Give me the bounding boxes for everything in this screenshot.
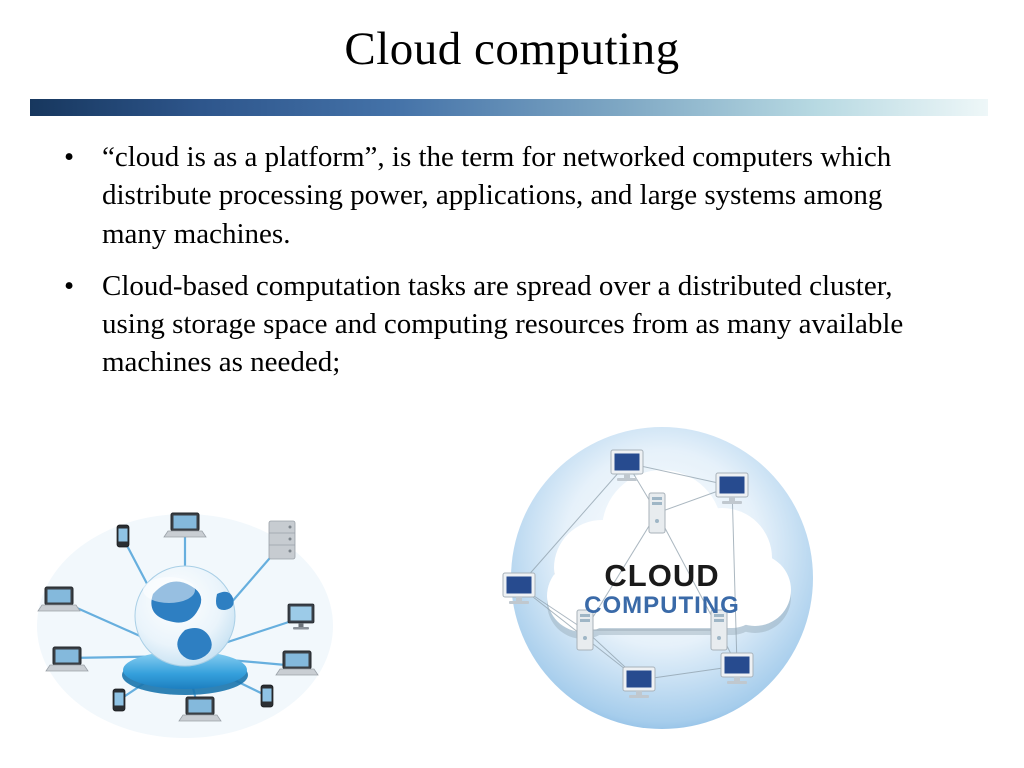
globe-network-svg: [37, 512, 333, 738]
cloud-label-line1: CLOUD: [604, 558, 719, 593]
bullet-item: “cloud is as a platform”, is the term fo…: [62, 138, 950, 253]
bullet-item: Cloud-based computation tasks are spread…: [62, 267, 950, 382]
phone-icon: [112, 688, 126, 712]
tower-icon: [648, 492, 666, 534]
globe-network-illustration: [35, 498, 335, 738]
slide-title: Cloud computing: [344, 23, 680, 75]
globe-base: [122, 651, 248, 695]
bullet-text: “cloud is as a platform”, is the term fo…: [102, 141, 892, 250]
globe: [134, 565, 236, 667]
cloud-computing-svg: CLOUD COMPUTING: [502, 427, 813, 729]
server-icon: [268, 520, 296, 560]
bullet-text: Cloud-based computation tasks are spread…: [102, 269, 904, 379]
accent-bar: [30, 99, 988, 116]
cloud-computing-illustration: CLOUD COMPUTING: [487, 418, 837, 740]
cloud-label-line2: COMPUTING: [584, 592, 740, 619]
bullet-list: “cloud is as a platform”, is the term fo…: [62, 138, 950, 396]
phone-icon: [260, 684, 274, 708]
phone-icon: [116, 524, 130, 548]
